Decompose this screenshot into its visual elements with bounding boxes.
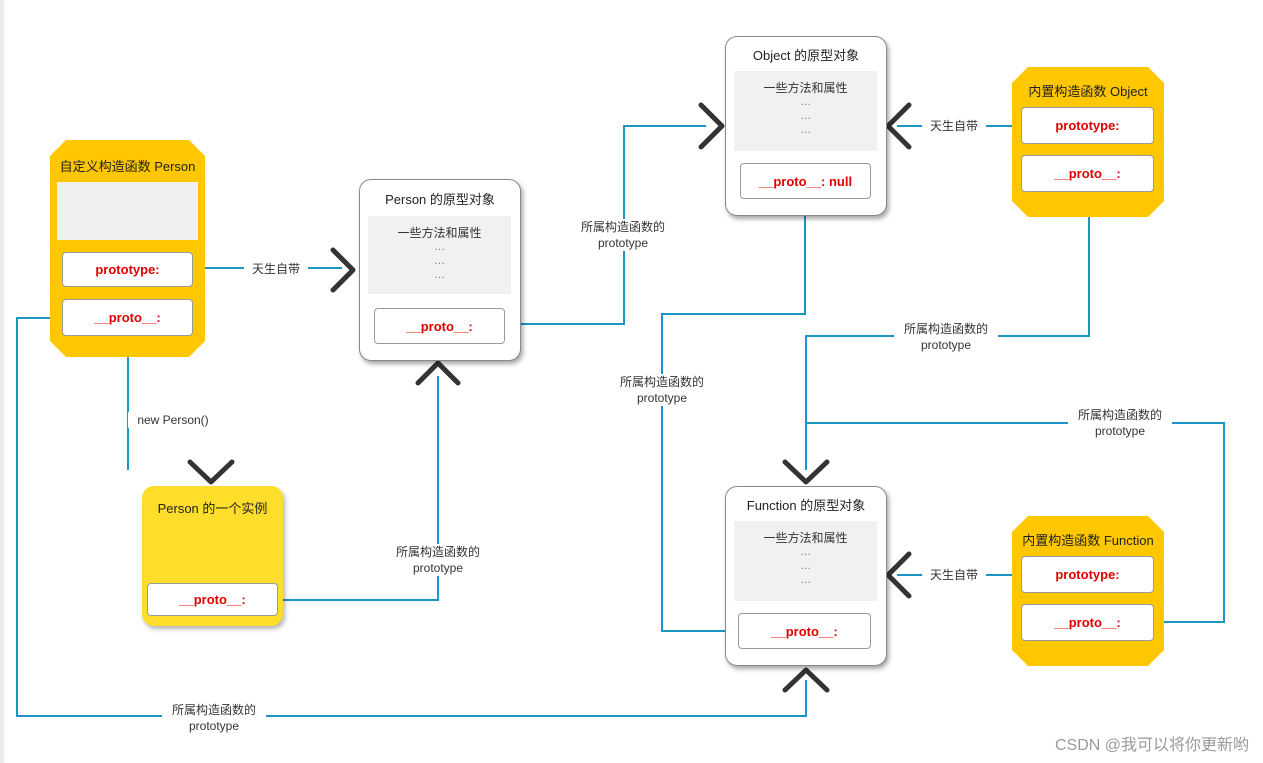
node-person-prototype-object[interactable]: Person 的原型对象 一些方法和属性 … … … __proto__:	[359, 179, 521, 361]
methods-label: 一些方法和属性	[763, 81, 848, 95]
node-person-constructor[interactable]: 自定义构造函数 Person prototype: __proto__:	[50, 140, 205, 357]
edge-label-belongs-to: 所属构造函数的 prototype	[894, 321, 998, 353]
proto-field[interactable]: __proto__:	[1021, 155, 1154, 192]
ellipsis: …	[800, 560, 811, 572]
edge-label-line: prototype	[1094, 424, 1146, 438]
node-title: Person 的原型对象	[385, 192, 495, 207]
edge-label-line: 所属构造函数的	[903, 322, 988, 336]
ellipsis: …	[800, 124, 811, 136]
ellipsis: …	[434, 241, 445, 253]
prototype-field[interactable]: prototype:	[62, 252, 193, 287]
proto-field[interactable]: __proto__: null	[740, 163, 871, 199]
methods-label: 一些方法和属性	[763, 531, 848, 545]
edge-label-line: prototype	[597, 236, 649, 250]
empty-content-area	[57, 182, 198, 240]
edge-label-belongs-to: 所属构造函数的 prototype	[571, 219, 675, 251]
arrowhead-left-function-proto	[885, 551, 912, 599]
edge-label-line: 所属构造函数的	[1077, 408, 1162, 422]
arrowhead-into-instance	[187, 459, 235, 485]
methods-area: 一些方法和属性 … … …	[734, 71, 877, 151]
edge-label-new-person: new Person()	[128, 412, 218, 428]
ellipsis: …	[800, 110, 811, 122]
arrowhead-into-object-proto	[698, 102, 725, 150]
proto-field[interactable]: __proto__:	[1021, 604, 1154, 641]
left-edge-bar	[0, 0, 4, 763]
ellipsis: …	[434, 255, 445, 267]
edge-function-ctor-proto-to-function-proto	[806, 422, 1225, 623]
node-title: Object 的原型对象	[752, 48, 860, 63]
node-object-constructor[interactable]: 内置构造函数 Object prototype: __proto__:	[1012, 67, 1164, 217]
edge-label-born-with: 天生自带	[244, 261, 308, 277]
ellipsis: …	[800, 574, 811, 586]
prototype-field[interactable]: prototype:	[1021, 107, 1154, 144]
node-title: 内置构造函数 Object	[1028, 84, 1148, 99]
node-title: Person 的一个实例	[157, 501, 268, 516]
node-function-prototype-object[interactable]: Function 的原型对象 一些方法和属性 … … … __proto__:	[725, 486, 887, 666]
edge-label-line: prototype	[636, 391, 688, 405]
edge-label-line: 所属构造函数的	[619, 375, 704, 389]
edge-label-line: prototype	[188, 719, 240, 733]
node-title: 内置构造函数 Function	[1022, 533, 1154, 548]
prototype-field[interactable]: prototype:	[1021, 556, 1154, 593]
methods-area: 一些方法和属性 … … …	[368, 216, 511, 294]
node-function-constructor[interactable]: 内置构造函数 Function prototype: __proto__:	[1012, 516, 1164, 666]
arrowhead-left-object-proto	[885, 102, 912, 150]
ellipsis: …	[434, 269, 445, 281]
proto-field[interactable]: __proto__:	[147, 583, 278, 616]
edge-instance-to-person-proto	[278, 376, 439, 601]
proto-field[interactable]: __proto__:	[62, 299, 193, 336]
edge-label-belongs-to: 所属构造函数的 prototype	[610, 374, 714, 406]
edge-label-line: prototype	[920, 338, 972, 352]
edge-label-belongs-to: 所属构造函数的 prototype	[162, 702, 266, 734]
arrowhead-down-function-proto	[782, 459, 830, 485]
arrowhead-up-person-proto	[415, 360, 461, 386]
methods-label: 一些方法和属性	[397, 226, 482, 240]
ellipsis: …	[800, 96, 811, 108]
edge-function-proto-proto-to-object-proto	[661, 216, 806, 632]
edge-label-belongs-to: 所属构造函数的 prototype	[386, 544, 490, 576]
ellipsis: …	[800, 546, 811, 558]
edge-label-born-with: 天生自带	[922, 118, 986, 134]
edge-label-belongs-to: 所属构造函数的 prototype	[1068, 407, 1172, 439]
proto-field[interactable]: __proto__:	[374, 308, 505, 344]
edge-label-line: prototype	[412, 561, 464, 575]
node-object-prototype-object[interactable]: Object 的原型对象 一些方法和属性 … … … __proto__: nu…	[725, 36, 887, 216]
node-title: Function 的原型对象	[746, 498, 866, 513]
proto-field[interactable]: __proto__:	[738, 613, 871, 649]
edge-label-line: 所属构造函数的	[580, 220, 665, 234]
node-person-instance[interactable]: Person 的一个实例 __proto__:	[142, 486, 283, 626]
node-title: 自定义构造函数 Person	[59, 159, 196, 174]
edge-label-born-with: 天生自带	[922, 567, 986, 583]
edge-person-ctor-proto-to-function-proto	[16, 317, 807, 717]
watermark: CSDN @我可以将你更新哟	[1054, 737, 1249, 754]
methods-area: 一些方法和属性 … … …	[734, 521, 877, 601]
arrowhead-into-person-proto	[330, 247, 356, 293]
edge-label-line: 所属构造函数的	[395, 545, 480, 559]
edge-label-line: 所属构造函数的	[171, 703, 256, 717]
arrowhead-up-function-proto	[782, 667, 830, 693]
